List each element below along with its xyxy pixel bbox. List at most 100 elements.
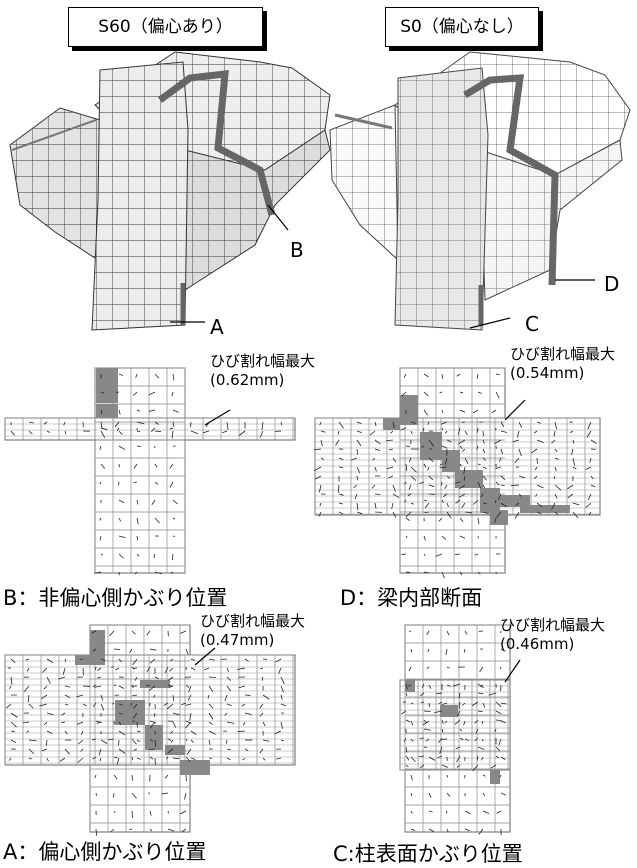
panel-c-crack-mark	[426, 630, 430, 636]
panel-d-crack-mark	[454, 481, 461, 484]
panel-c-crack-mark	[481, 720, 484, 724]
panel-c-crack-mark	[500, 756, 506, 760]
panel-d-crack-mark	[454, 553, 461, 556]
panel-c-crack-mark	[464, 810, 471, 815]
panel-c-crack-mark	[500, 648, 506, 652]
panel-d-max-crack-leader	[504, 399, 526, 421]
panel-a-crack-mark	[259, 703, 264, 709]
panel-d-crack-mark	[482, 448, 486, 454]
panel-a-damage-cell	[145, 725, 163, 750]
panel-c-crack-mark	[462, 702, 466, 706]
panel-b-crack-mark	[226, 421, 229, 430]
panel-d-crack-mark	[571, 448, 574, 456]
panel-c-crack-mark	[500, 702, 507, 705]
panel-b-crack-mark	[171, 430, 174, 439]
panel-d-crack-mark	[424, 502, 430, 509]
panel-c-crack-mark	[408, 666, 412, 672]
panel-d-crack-mark	[338, 421, 344, 429]
panel-a-crack-mark	[80, 730, 84, 736]
panel-a-crack-mark	[132, 658, 138, 665]
panel-a-crack-mark	[46, 676, 51, 684]
panel-d-crack-mark	[369, 430, 376, 436]
panel-c-crack-mark	[421, 683, 425, 688]
panel-d-crack-mark	[518, 448, 522, 457]
panel-a-crack-mark	[131, 756, 133, 760]
panel-d-crack-mark	[446, 475, 451, 479]
panel-d-crack-mark	[439, 391, 443, 394]
panel-a-crack-mark	[172, 721, 177, 728]
panel-a-crack-mark	[113, 684, 117, 687]
panel-a-crack-mark	[148, 685, 156, 692]
panel-d-crack-mark	[338, 502, 343, 505]
panel-d-crack-mark	[407, 493, 412, 497]
panel-d-crack-mark	[457, 427, 461, 435]
panel-d-crack-mark	[441, 499, 444, 503]
panel-d-crack-mark	[374, 448, 381, 452]
panel-c-crack-mark	[423, 719, 427, 723]
panel-a-crack-mark	[95, 666, 97, 670]
panel-d-crack-mark	[514, 457, 520, 464]
panel-c-crack-mark	[410, 810, 413, 814]
panel-a-crack-mark	[134, 676, 138, 681]
panel-d-crack-mark	[456, 373, 461, 377]
panel-c-crack-mark	[446, 774, 449, 778]
panel-a-crack-mark	[10, 658, 16, 663]
panel-b-max-crack-leader	[204, 409, 231, 426]
panel-d-damage-cell	[442, 450, 460, 472]
panel-c-crack-mark	[495, 719, 502, 722]
panel-a-crack-mark	[118, 748, 126, 754]
panel-b-note-value: (0.62mm)	[210, 371, 285, 389]
panel-a-crack-mark	[149, 738, 154, 742]
panel-c-crack-mark	[407, 684, 412, 687]
panel-c-crack-mark	[474, 719, 479, 724]
panel-d-crack-mark	[444, 430, 448, 434]
panel-c-crack-mark	[496, 810, 502, 814]
panel-c-crack-mark	[405, 692, 408, 697]
panel-b-crack-mark	[136, 499, 139, 505]
panel-d-crack-mark	[423, 409, 429, 416]
panel-c-crack-mark	[477, 692, 484, 695]
panel-d-crack-mark	[554, 457, 559, 460]
panel-a-crack-mark	[150, 721, 156, 729]
panel-a-crack-mark	[118, 721, 122, 725]
panel-b-crack-mark	[100, 463, 106, 469]
panel-a-crack-mark	[46, 757, 49, 762]
panel-a-caption: A：偏心側かぶり位置	[3, 840, 207, 864]
panel-a-crack-mark	[113, 810, 116, 813]
panel-b-crack-mark	[172, 373, 175, 381]
panel-a-crack-mark	[64, 703, 69, 706]
panel-a-crack-mark	[166, 703, 174, 710]
panel-b-crack-mark	[222, 430, 228, 434]
panel-a-crack-mark	[261, 676, 264, 681]
panel-d-crack-mark	[536, 484, 544, 489]
panel-d-crack-mark	[518, 493, 522, 497]
panel-a-crack-mark	[118, 703, 123, 706]
panel-d-damage-cell	[455, 470, 483, 488]
panel-d-crack-mark	[534, 475, 538, 480]
panel-a-crack-mark	[28, 703, 34, 709]
panel-a-crack-mark	[168, 667, 174, 672]
panel-a-crack-mark	[100, 703, 105, 711]
panel-d-crack-mark	[444, 457, 448, 465]
panel-a-note-title: ひび割れ幅最大	[200, 612, 306, 630]
panel-c-crack-mark	[456, 755, 461, 763]
panel-a-crack-mark	[77, 739, 84, 745]
panel-d-crack-mark	[319, 421, 322, 426]
panel-a-crack-mark	[92, 756, 97, 760]
panel-a-crack-mark	[244, 658, 249, 662]
panel-d-crack-mark	[319, 502, 322, 507]
panel-d-crack-mark	[500, 502, 507, 508]
panel-b-crack-mark	[118, 463, 120, 468]
panel-c-crack-mark	[482, 774, 486, 777]
panel-c-crack-mark	[420, 701, 425, 704]
panel-d-crack-mark	[438, 517, 443, 522]
panel-d-crack-mark	[495, 481, 500, 486]
panel-a-crack-mark	[26, 667, 30, 672]
panel-d-crack-mark	[482, 466, 487, 470]
panel-d-crack-mark	[423, 373, 429, 378]
panel-a-crack-mark	[170, 730, 174, 735]
panel-a-crack-mark	[208, 739, 211, 745]
panel-d-crack-mark	[403, 373, 407, 378]
panel-a-crack-mark	[153, 694, 156, 698]
panel-b-crack-mark	[114, 421, 120, 428]
